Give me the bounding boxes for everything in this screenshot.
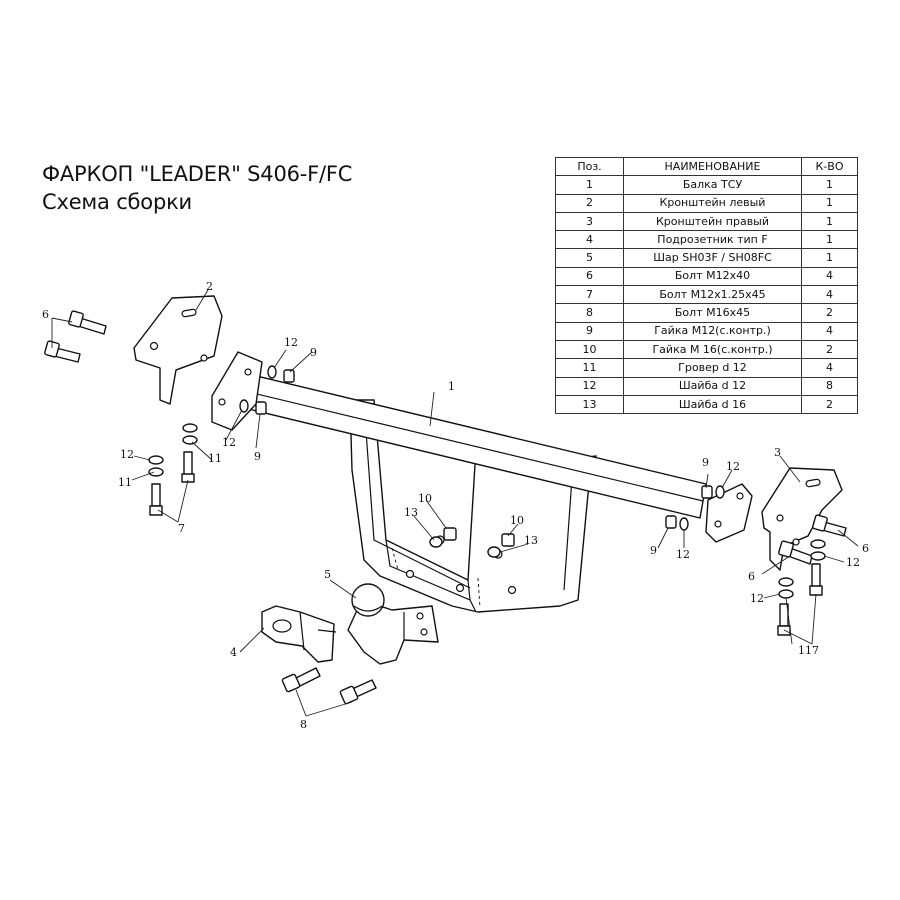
callout-7: 7: [812, 644, 819, 657]
row-qty: 1: [801, 248, 858, 268]
callout-5: 5: [324, 568, 331, 581]
flange-hole: [714, 520, 722, 528]
header-pos: Поз.: [555, 156, 624, 177]
socket-bracket: [261, 605, 337, 663]
callout-11: 11: [118, 476, 132, 489]
callout-3: 3: [774, 446, 781, 459]
bolt-m12x1-25x45: [149, 483, 163, 516]
callout-12: 12: [284, 336, 298, 349]
callouts: 1 2 3 4 5 6 6 6 7 7 8 9 9 9 9 10 10 11 1…: [42, 280, 869, 731]
leader-lines: [51, 289, 859, 717]
parts-table-header: Поз. НАИМЕНОВАНИЕ К-ВО: [555, 156, 858, 177]
page-title: ФАРКОП "LEADER" S406-F/FC Схема сборки: [42, 160, 352, 216]
callout-6: 6: [42, 308, 49, 321]
row-pos: 11: [555, 358, 624, 378]
row-name: Болт М12х40: [623, 266, 802, 287]
flange-hole: [218, 398, 226, 406]
bolt-m12x40: [812, 514, 847, 537]
callout-10: 10: [510, 514, 524, 527]
callout-6: 6: [748, 570, 755, 583]
title-line-2: Схема сборки: [42, 190, 193, 214]
callout-8: 8: [300, 718, 307, 731]
callout-12: 12: [750, 592, 764, 605]
callout-10: 10: [418, 492, 432, 505]
bolt-m12x40: [778, 540, 813, 565]
bolt-m16x45: [281, 667, 321, 693]
callout-9: 9: [702, 456, 709, 469]
callout-9: 9: [254, 450, 261, 463]
bolt-m12x1-25x45: [809, 563, 823, 596]
callout-2: 2: [206, 280, 213, 293]
callout-12: 12: [676, 548, 690, 561]
bolt-m12x1-25x45: [181, 451, 195, 483]
callout-7: 7: [178, 522, 185, 535]
callout-12: 12: [222, 436, 236, 449]
bolt-m16x45: [339, 679, 377, 705]
callout-11: 11: [798, 644, 812, 657]
bolt-m12x40: [68, 310, 107, 335]
tow-bar-beam: [211, 351, 753, 613]
bolt-m12x40: [44, 340, 81, 363]
title-line-1: ФАРКОП "LEADER" S406-F/FC: [42, 162, 353, 186]
callout-9: 9: [310, 346, 317, 359]
callout-11: 11: [208, 452, 222, 465]
nuts-and-washers: [148, 365, 826, 599]
row-name: Гайка М12(с.контр.): [623, 321, 802, 341]
row-name: Шар SH03F / SH08FC: [623, 248, 802, 268]
row-pos: 13: [555, 394, 624, 415]
row-qty: 2: [801, 394, 858, 415]
row-name: Подрозетник тип F: [623, 230, 802, 250]
callout-12: 12: [120, 448, 134, 461]
mount-hole: [405, 569, 415, 579]
callout-12: 12: [846, 556, 860, 569]
flange-hole: [736, 492, 744, 500]
callout-4: 4: [230, 646, 237, 659]
callout-9: 9: [650, 544, 657, 557]
mount-hole: [455, 583, 465, 593]
row-name: Шайба d 16: [623, 394, 802, 415]
callout-12: 12: [726, 460, 740, 473]
tow-ball: [347, 583, 439, 665]
callout-13: 13: [524, 534, 538, 547]
callout-1: 1: [448, 380, 455, 393]
left-bracket: [133, 295, 223, 405]
mount-hole: [507, 585, 517, 595]
row-name: Кронштейн левый: [623, 193, 802, 213]
row-name: Гайка М 16(с.контр.): [623, 339, 802, 360]
callout-13: 13: [404, 506, 418, 519]
flange-hole: [244, 368, 252, 376]
callout-6: 6: [862, 542, 869, 555]
